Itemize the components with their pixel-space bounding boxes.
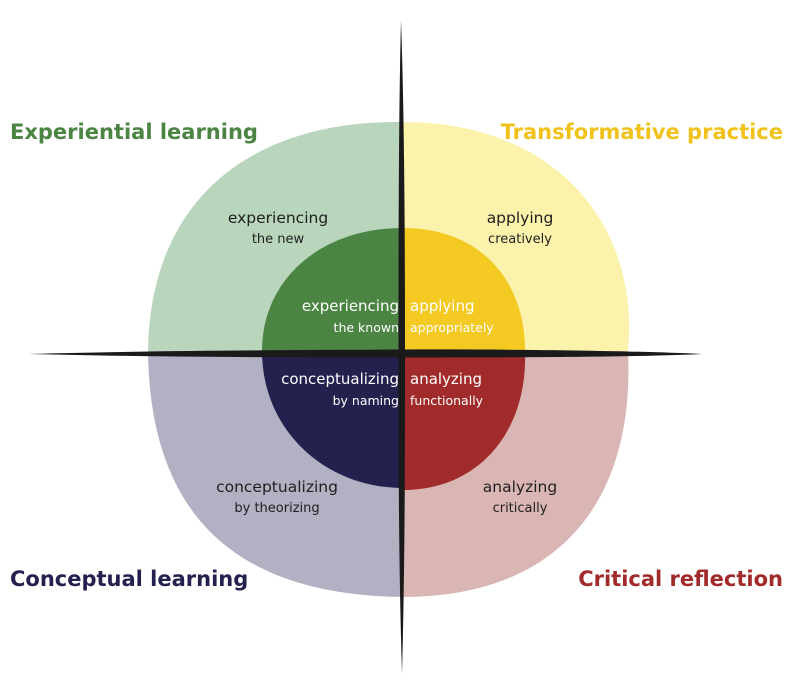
applying-appropriately-line1: applying xyxy=(410,297,475,315)
critical-reflection-title: Critical reflection xyxy=(578,567,783,591)
applying-creatively-label: applying creatively xyxy=(420,208,620,250)
conceptual-learning-title: Conceptual learning xyxy=(10,567,249,591)
experiential-inner-quadrant xyxy=(262,228,403,351)
experiencing-the-new-label: experiencing the new xyxy=(178,208,378,250)
horizontal-axis xyxy=(28,349,702,358)
applying-creatively-line1: applying xyxy=(486,209,554,227)
applying-appropriately-label: applying appropriately xyxy=(410,296,522,338)
experiencing-the-known-line1: experiencing xyxy=(301,297,399,315)
conceptualizing-by-naming-label: conceptualizing by naming xyxy=(263,369,399,411)
analyzing-functionally-line1: analyzing xyxy=(410,370,483,388)
analyzing-critically-line2: critically xyxy=(492,501,548,516)
transformative-inner-quadrant xyxy=(403,228,525,351)
conceptualizing-by-naming-line2: by naming xyxy=(332,393,399,408)
analyzing-critically-label: analyzing critically xyxy=(420,477,620,519)
experiencing-the-known-label: experiencing the known xyxy=(263,296,399,338)
critical-inner-quadrant xyxy=(403,351,526,490)
conceptual-inner-quadrant xyxy=(262,351,403,488)
transformative-practice-title: Transformative practice xyxy=(500,120,783,144)
analyzing-functionally-line2: functionally xyxy=(410,393,484,408)
conceptualizing-by-theorizing-label: conceptualizing by theorizing xyxy=(177,477,377,519)
experiencing-the-new-line2: the new xyxy=(251,232,305,247)
experiential-learning-title: Experiential learning xyxy=(10,120,258,144)
conceptualizing-by-theorizing-line2: by theorizing xyxy=(234,501,320,516)
analyzing-critically-line1: analyzing xyxy=(482,478,558,496)
conceptualizing-by-theorizing-line1: conceptualizing xyxy=(216,478,338,496)
conceptualizing-by-naming-line1: conceptualizing xyxy=(281,370,399,388)
experiencing-the-known-line2: the known xyxy=(333,320,399,335)
vertical-axis xyxy=(398,20,405,674)
applying-appropriately-line2: appropriately xyxy=(410,320,494,335)
analyzing-functionally-label: analyzing functionally xyxy=(410,369,522,411)
applying-creatively-line2: creatively xyxy=(488,232,552,247)
experiencing-the-new-line1: experiencing xyxy=(227,209,329,227)
